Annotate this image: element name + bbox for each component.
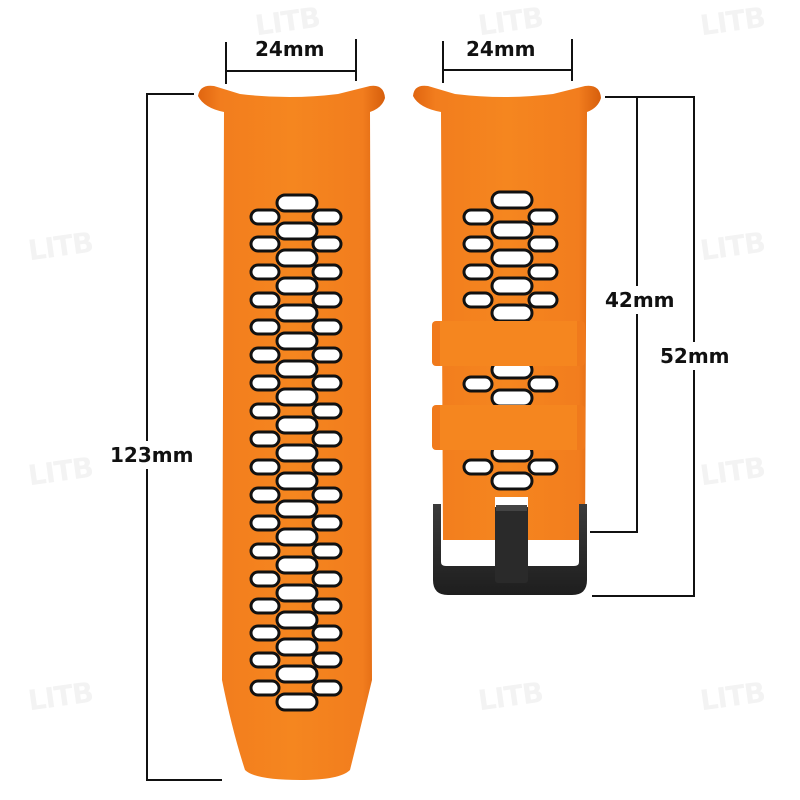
dimension-tick [442, 41, 444, 83]
dimension-line [146, 93, 194, 95]
length-label: 123mm [110, 441, 194, 469]
dimension-line [225, 70, 357, 72]
buckle [433, 497, 587, 595]
short-strap-length-label: 52mm [660, 342, 730, 370]
buckle-distance-label: 42mm [605, 286, 675, 314]
dimension-line [592, 595, 695, 597]
dimension-line [590, 531, 638, 533]
dimension-line [636, 96, 638, 532]
left-width-label: 24mm [255, 37, 325, 61]
right-width-label: 24mm [466, 37, 536, 61]
dimension-tick [355, 39, 357, 81]
dimension-line [146, 93, 148, 780]
long-strap [198, 85, 385, 780]
dimension-tick [225, 42, 227, 84]
short-strap [413, 85, 601, 595]
dimension-line [146, 779, 222, 781]
dimension-line [442, 69, 573, 71]
dimension-tick [571, 39, 573, 81]
dimension-line [605, 96, 695, 98]
